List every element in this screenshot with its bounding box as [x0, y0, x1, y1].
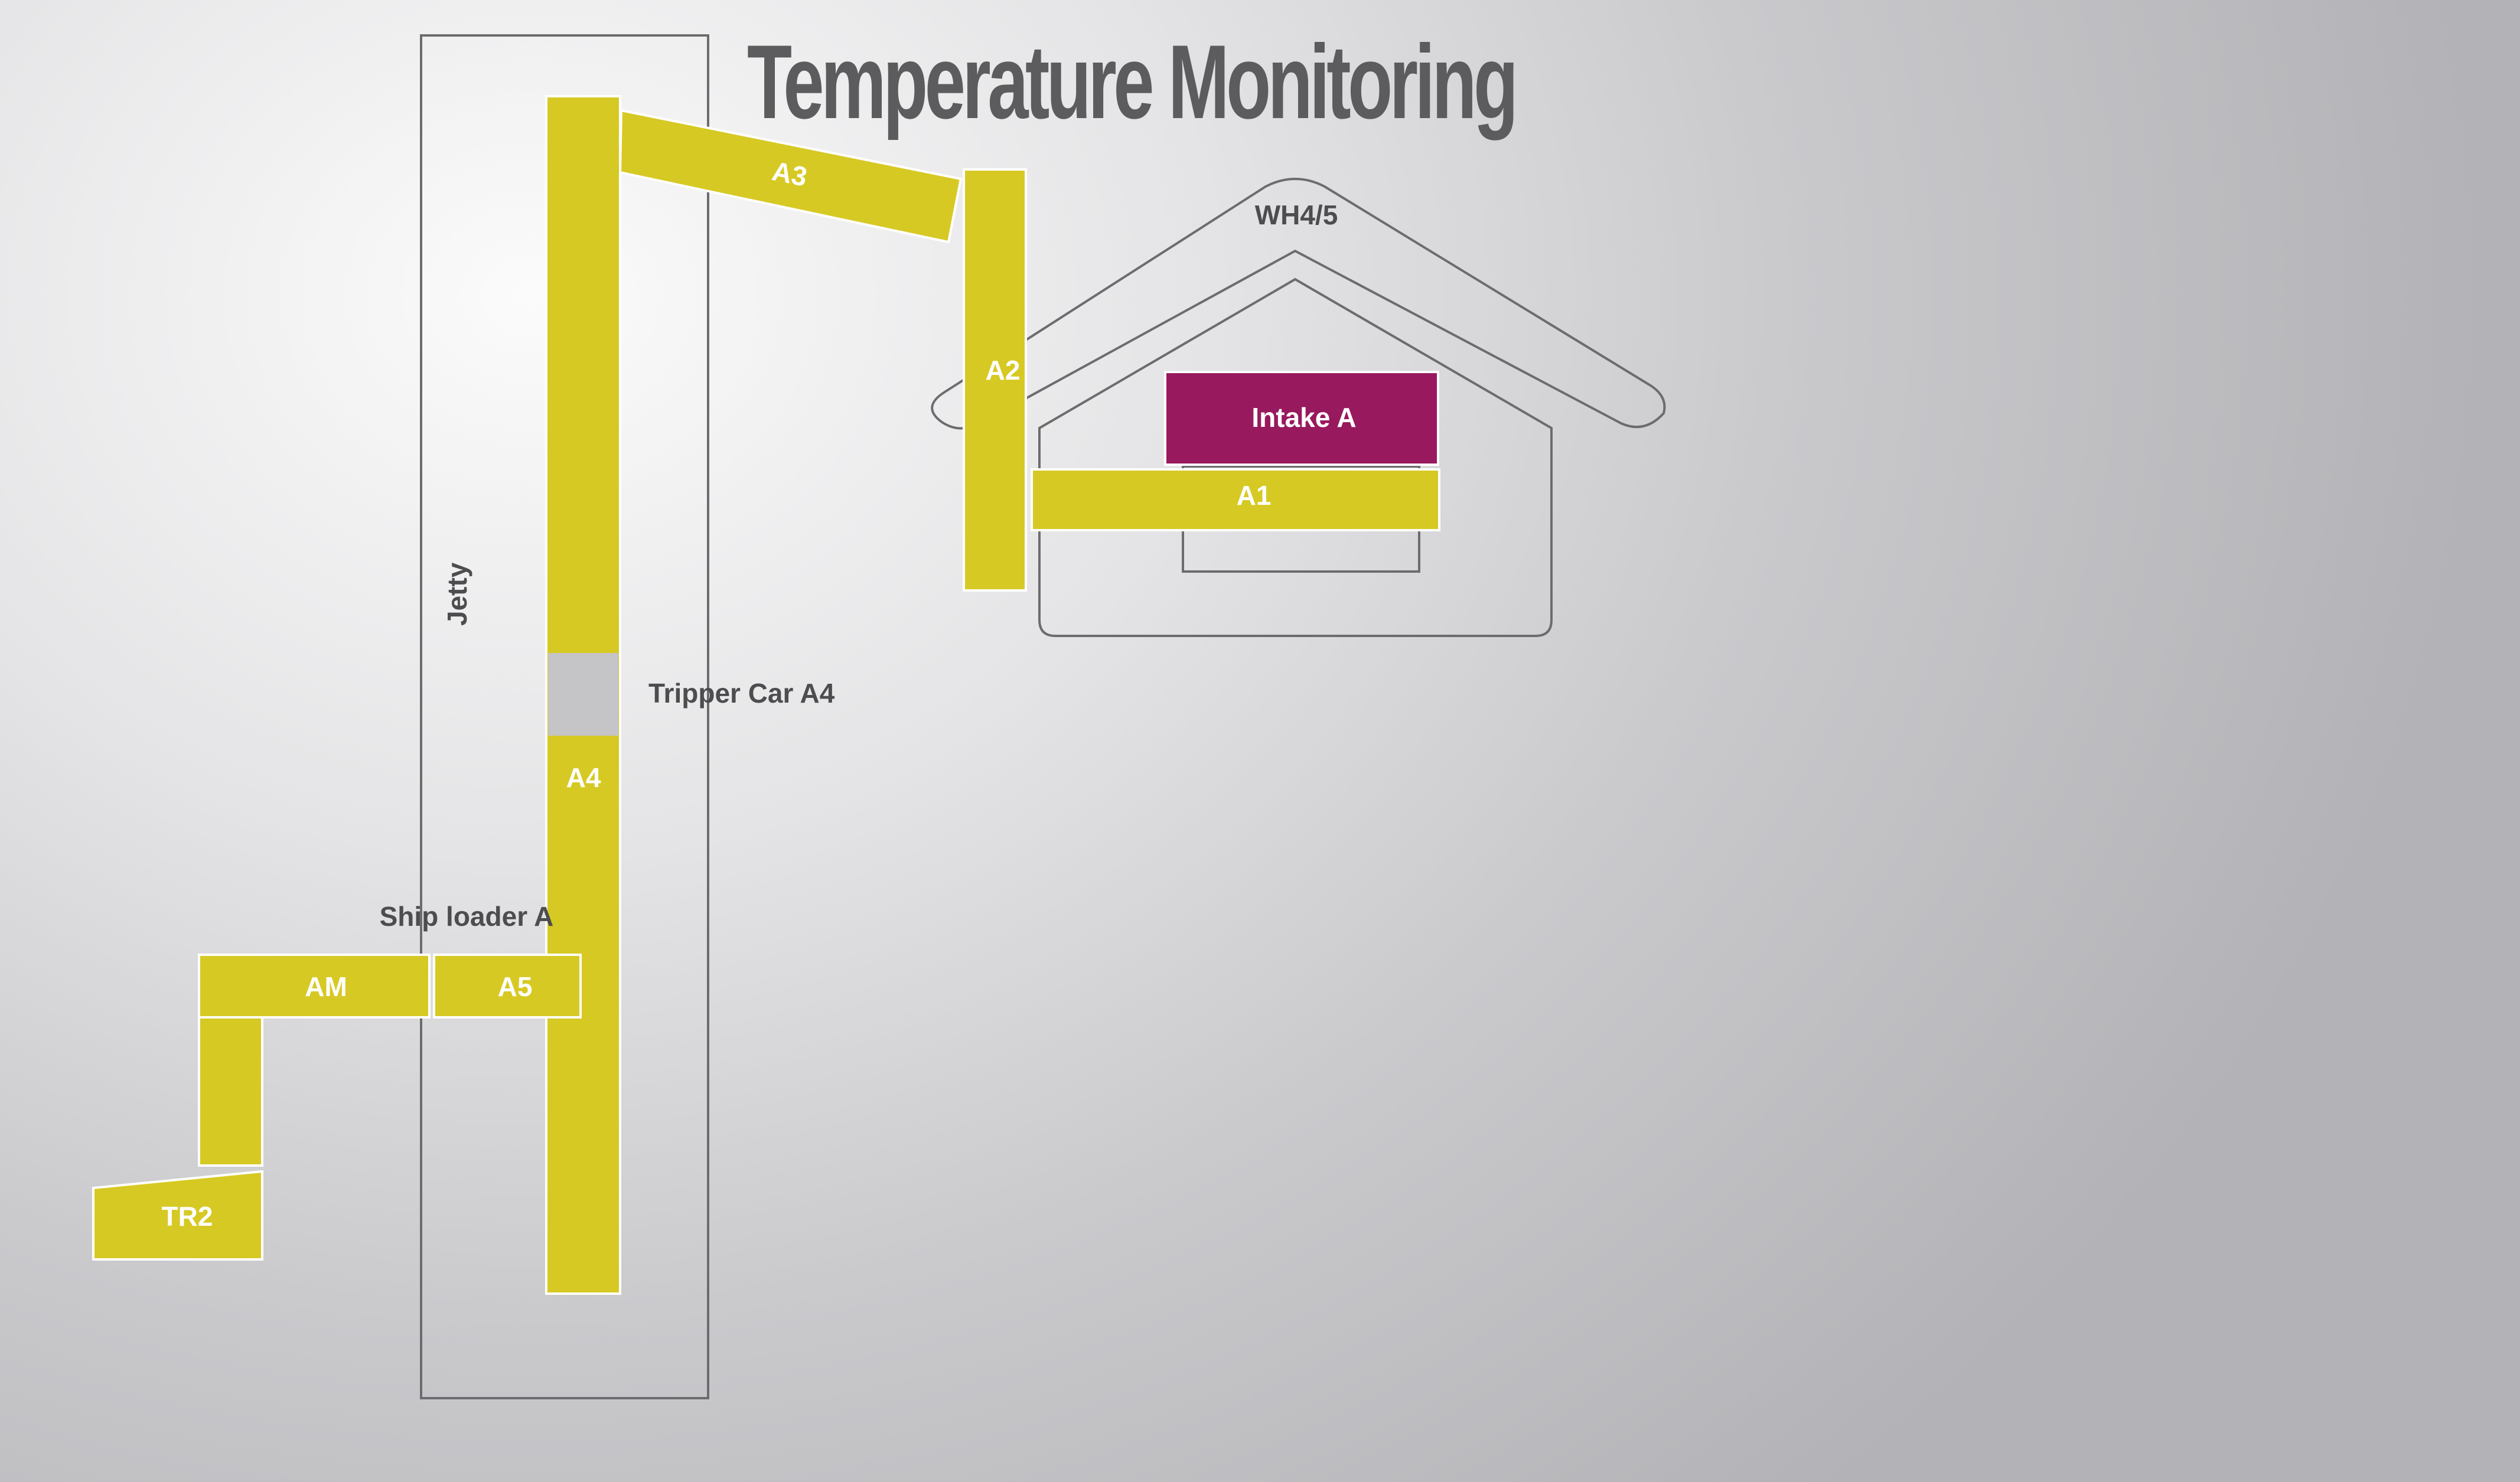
jetty-outline	[420, 34, 709, 1399]
warehouse-roof-outline	[931, 178, 1666, 430]
conveyor-a2[interactable]	[963, 168, 1027, 592]
warehouse-label: WH4/5	[1255, 200, 1338, 230]
conveyor-tr2-label: TR2	[162, 1201, 213, 1232]
intake-a[interactable]	[1164, 371, 1439, 466]
conveyor-a1[interactable]	[1031, 468, 1440, 531]
page-title: Temperature Monitoring	[747, 23, 1518, 141]
conveyor-am-label: AM	[305, 971, 347, 1002]
tripper-car-label: Tripper Car A4	[648, 678, 835, 709]
conveyor-am-vertical-section[interactable]	[198, 1013, 263, 1167]
conveyor-tr2[interactable]	[92, 1170, 263, 1261]
ship-loader-label: Ship loader A	[380, 901, 554, 932]
conveyor-am[interactable]	[198, 954, 431, 1167]
conveyor-am-horizontal-section[interactable]	[198, 954, 431, 1019]
warehouse-building-outline	[1038, 278, 1553, 637]
intake-a-label: Intake A	[1251, 402, 1356, 433]
conveyor-a5-label: A5	[498, 971, 533, 1002]
tripper-car-a4[interactable]	[548, 653, 618, 736]
conveyor-a5[interactable]	[433, 954, 582, 1019]
jetty-label: Jetty	[442, 562, 472, 626]
conveyor-a3-label: A3	[770, 155, 810, 192]
conveyor-a1-label: A1	[1237, 480, 1272, 511]
conveyor-a2-label: A2	[986, 355, 1021, 386]
warehouse-wh45: WH4/5	[931, 178, 1666, 637]
conveyor-a4-label: A4	[566, 762, 601, 793]
